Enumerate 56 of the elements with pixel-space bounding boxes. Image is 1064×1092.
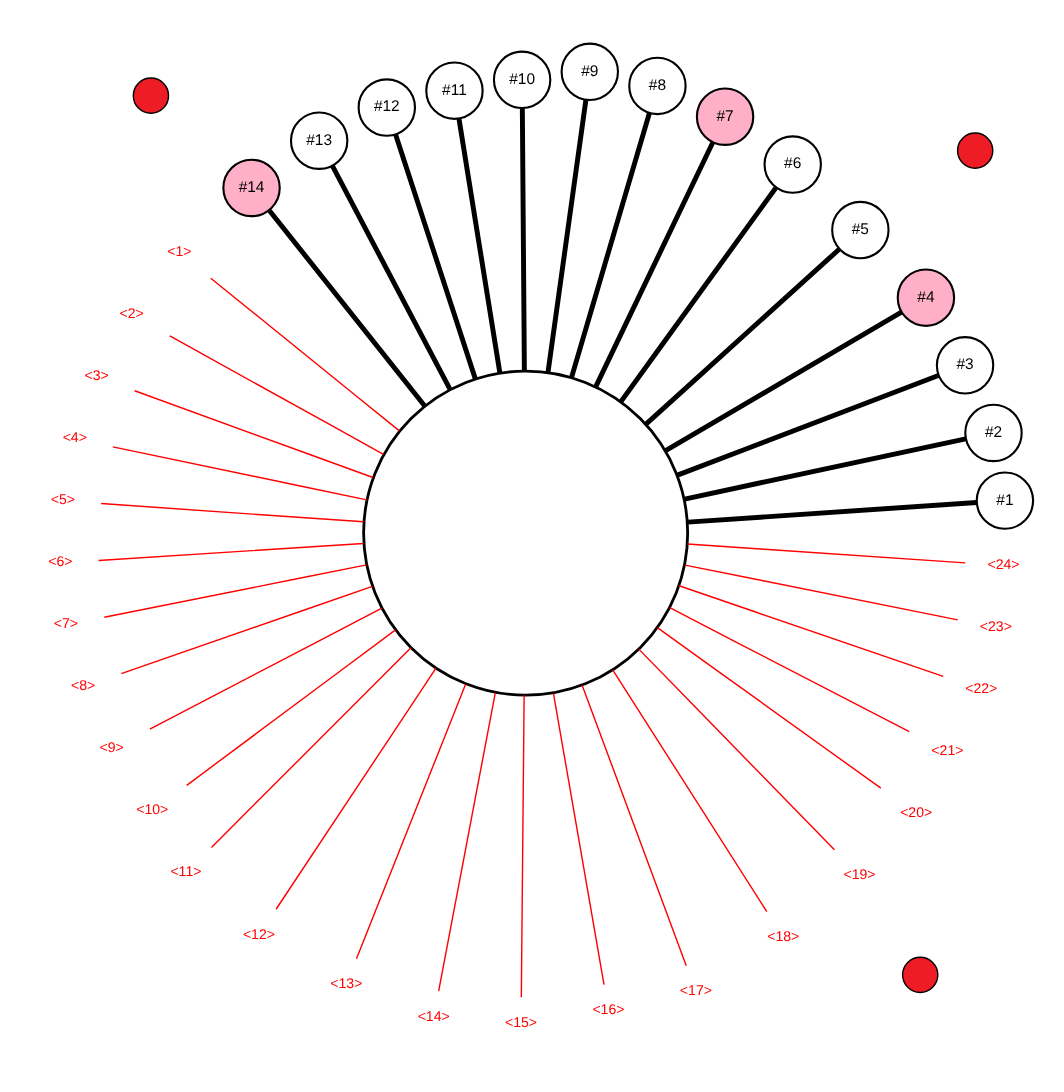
connector <box>569 112 652 379</box>
node-circle: #13 <box>289 111 349 170</box>
node-circle: #5 <box>831 200 890 260</box>
connector <box>267 209 427 408</box>
connector <box>676 373 940 478</box>
node-circle <box>362 369 690 697</box>
connector <box>686 543 966 564</box>
node-circle: #11 <box>425 61 484 120</box>
connector <box>133 390 374 479</box>
node-circle <box>901 956 939 994</box>
connector <box>149 607 383 730</box>
connector <box>169 335 385 456</box>
node-circle: #9 <box>560 42 620 102</box>
node-circle <box>132 77 170 114</box>
connector <box>112 446 368 501</box>
node-circle: #1 <box>975 471 1035 530</box>
connector <box>437 692 497 992</box>
connector <box>186 629 397 787</box>
connector <box>97 542 365 562</box>
connector <box>355 683 467 960</box>
connector <box>456 118 503 374</box>
connector <box>593 141 715 388</box>
connector <box>687 500 977 525</box>
node-circle <box>956 132 994 169</box>
connector <box>612 669 768 913</box>
node-circle: #14 <box>222 158 281 218</box>
connector <box>684 436 967 502</box>
node-circle: #7 <box>695 87 755 146</box>
node-circle: #4 <box>896 268 956 327</box>
connector <box>656 626 882 789</box>
node-circle: #10 <box>492 50 552 110</box>
connector <box>638 648 836 851</box>
connector <box>684 564 959 621</box>
connector <box>520 694 525 999</box>
connector <box>552 692 605 986</box>
node-circle: #8 <box>628 56 687 116</box>
connector <box>545 99 589 373</box>
connector <box>393 133 478 380</box>
node-circle: #6 <box>763 135 822 194</box>
connector <box>519 108 527 371</box>
node-circle: #2 <box>964 403 1023 463</box>
connector <box>330 164 453 391</box>
connector <box>103 564 368 618</box>
connector <box>664 309 903 453</box>
connector <box>275 667 437 910</box>
connector <box>644 247 841 426</box>
node-circle: #3 <box>935 336 995 395</box>
connector <box>581 684 687 967</box>
connector <box>210 277 401 432</box>
node-circle: #12 <box>357 78 417 137</box>
connector <box>678 585 944 678</box>
connector <box>100 502 365 523</box>
connector <box>120 585 374 675</box>
connector <box>210 647 412 849</box>
connector <box>669 607 910 733</box>
connector <box>618 186 778 404</box>
